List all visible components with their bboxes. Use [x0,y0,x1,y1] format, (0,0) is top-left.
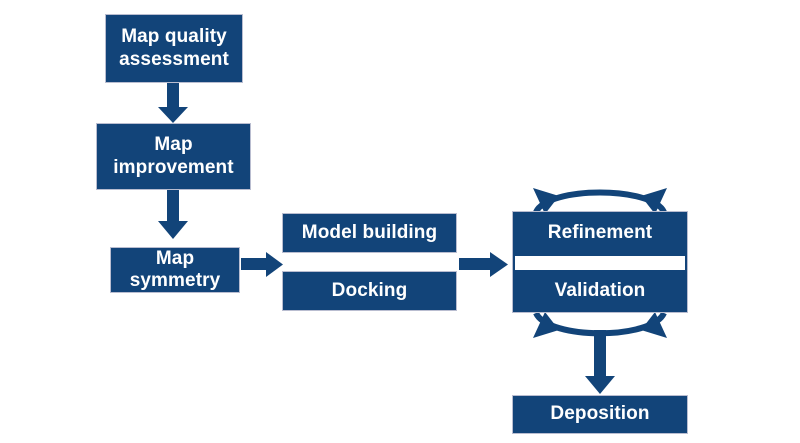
node-refinement-label: Refinement [547,221,653,243]
node-refinement-validation-group: Refinement Validation [512,211,688,313]
edge-cycle-bottom-arc [533,311,667,338]
node-map-improvement[interactable]: Map improvement [96,123,251,190]
node-validation[interactable]: Validation [513,270,687,312]
node-deposition[interactable]: Deposition [512,395,688,434]
edge-map-quality-to-map-improvement [158,83,188,123]
node-model-building-label: Model building [301,221,438,243]
node-map-symmetry[interactable]: Map symmetry [110,247,240,293]
node-model-building[interactable]: Model building [282,213,457,253]
node-validation-label: Validation [554,279,646,301]
node-deposition-label: Deposition [550,403,650,425]
node-map-quality-label: Map quality assessment [119,26,229,70]
edge-building-to-refinement [459,252,508,277]
node-docking[interactable]: Docking [282,271,457,311]
edge-map-symmetry-to-building [241,252,283,277]
node-refinement[interactable]: Refinement [513,212,687,254]
edge-map-improvement-to-map-symmetry [158,190,188,239]
node-map-improvement-label: Map improvement [113,134,234,178]
node-map-symmetry-label: Map symmetry [129,247,221,291]
node-docking-label: Docking [331,279,408,301]
node-map-quality[interactable]: Map quality assessment [105,14,243,83]
divider-band [515,256,685,270]
edge-cycle-to-deposition [585,330,615,394]
